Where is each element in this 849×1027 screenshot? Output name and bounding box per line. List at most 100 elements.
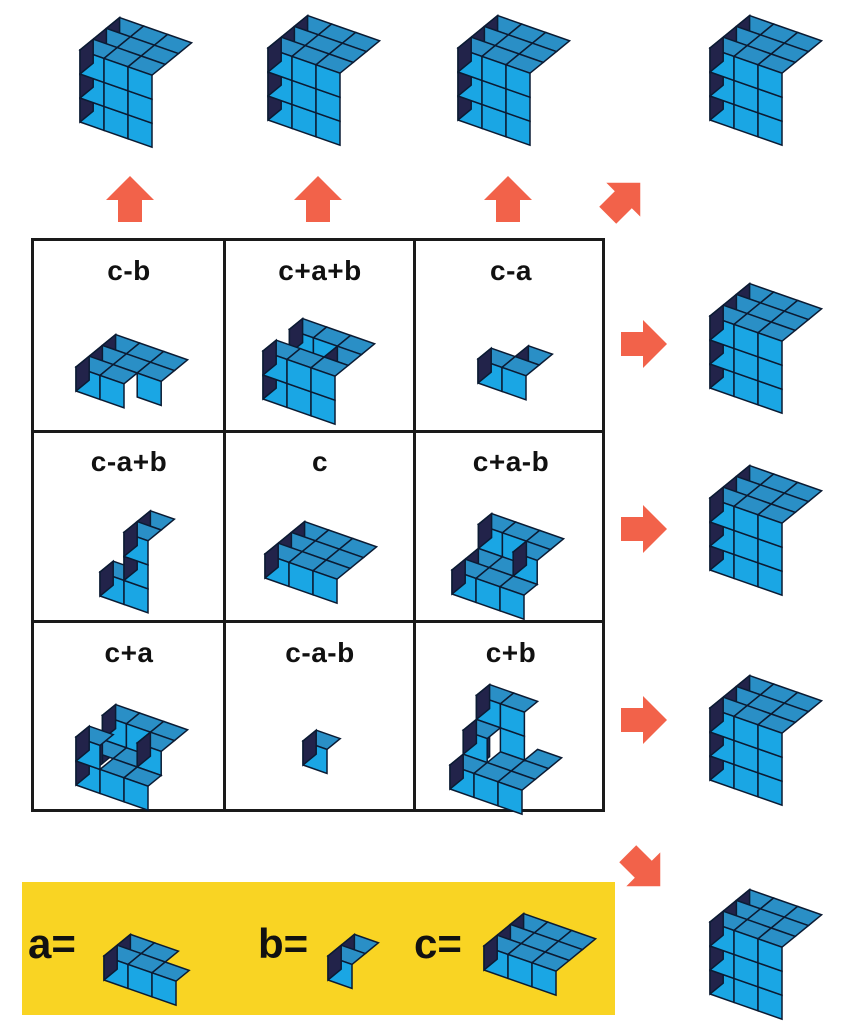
result-cube-top-4 xyxy=(708,14,824,147)
result-cube-right-1 xyxy=(708,282,824,415)
cell-label: c+a+b xyxy=(278,255,362,286)
arrow-up-3 xyxy=(484,176,532,222)
block-face xyxy=(512,539,528,578)
legend-shape-b xyxy=(326,932,380,990)
block-face xyxy=(497,780,523,816)
arrow-diagonal-up-right xyxy=(599,182,641,224)
cell-label: c-a+b xyxy=(90,446,168,477)
cell-label: c+b xyxy=(485,637,537,668)
grid-cell: c xyxy=(225,432,415,622)
legend-label-c: c= xyxy=(414,920,462,967)
block-face xyxy=(127,65,153,101)
block-face xyxy=(462,717,478,756)
block-face xyxy=(499,585,525,621)
block-face xyxy=(757,723,783,759)
grid-cell: c-a xyxy=(416,241,606,431)
block-face xyxy=(451,557,466,596)
block-face xyxy=(709,303,724,342)
cell-block-shape xyxy=(476,344,554,401)
grid-cell: c-a+b xyxy=(34,432,224,622)
arrow-up-1 xyxy=(106,176,154,222)
grid-divider xyxy=(34,430,602,433)
block-face xyxy=(477,512,493,550)
block-face xyxy=(531,961,557,997)
cell-block-shape xyxy=(98,509,176,614)
cell-block-shape xyxy=(263,520,379,605)
grid-cell: c+a+b xyxy=(225,241,415,431)
block-face xyxy=(123,520,138,558)
cell-block-shape xyxy=(74,703,190,812)
arrow-right-3 xyxy=(621,696,667,744)
block-face xyxy=(449,752,464,791)
block-face xyxy=(136,730,152,769)
block-face xyxy=(262,338,277,377)
block-face xyxy=(264,541,279,580)
block-face xyxy=(757,63,783,99)
block-face xyxy=(101,703,117,741)
grid-cell: c-a-b xyxy=(225,623,415,813)
result-cube-top-2 xyxy=(266,14,382,147)
arrow-up-2 xyxy=(294,176,342,222)
cell-label: c+a-b xyxy=(472,446,550,477)
block-face xyxy=(709,35,724,74)
cell-block-shape xyxy=(450,512,566,621)
cell-label: c-b xyxy=(107,255,151,286)
block-face xyxy=(709,695,724,734)
block-face xyxy=(288,317,304,355)
result-cube-right-3 xyxy=(708,674,824,807)
block-face xyxy=(757,937,783,973)
block-face xyxy=(709,485,724,524)
block-face xyxy=(123,776,149,812)
block-face xyxy=(103,943,118,982)
cell-block-shape xyxy=(261,317,377,426)
block-face xyxy=(79,37,94,76)
block-face xyxy=(151,971,177,1007)
block-face xyxy=(327,943,342,982)
legend-box: a= b= c= xyxy=(22,882,615,1015)
arrow-right-2 xyxy=(621,505,667,553)
grid-divider xyxy=(34,620,602,623)
arrow-diagonal-down-right xyxy=(619,845,661,887)
legend-label-b: b= xyxy=(258,920,309,967)
block-face xyxy=(475,683,491,721)
legend-label-a: a= xyxy=(28,920,76,967)
block-face xyxy=(136,371,162,407)
block-face xyxy=(501,366,527,401)
result-cube-right-4 xyxy=(708,888,824,1021)
legend-shape-c xyxy=(482,912,598,997)
block-face xyxy=(99,374,125,409)
grid-cell: c-b xyxy=(34,241,224,431)
block-face xyxy=(75,724,90,763)
block-face xyxy=(75,354,90,393)
result-cube-right-2 xyxy=(708,464,824,597)
block-face xyxy=(302,728,317,767)
grid-cell: c+b xyxy=(416,623,606,816)
block-face xyxy=(505,63,531,99)
grid-cell: c+a xyxy=(34,623,224,813)
block-face xyxy=(499,702,526,738)
block-face xyxy=(312,569,338,605)
block-face xyxy=(457,35,472,74)
cell-block-shape xyxy=(74,333,190,409)
arrow-right-1 xyxy=(621,320,667,368)
grid-divider xyxy=(413,241,416,809)
cell-label: c-a xyxy=(490,255,532,286)
grid-divider xyxy=(223,241,226,809)
block-face xyxy=(757,331,783,367)
cell-block-shape xyxy=(448,683,564,816)
cell-label: c-a-b xyxy=(285,637,355,668)
result-cube-top-1 xyxy=(78,16,194,149)
cell-label: c+a xyxy=(104,637,154,668)
block-face xyxy=(267,35,282,74)
grid-cell: c+a-b xyxy=(416,432,606,622)
block-face xyxy=(477,346,492,385)
block-face xyxy=(709,909,724,948)
expression-grid: c-b c+a+b c-a c-a+b c c+a-b c+a c-a-b xyxy=(31,238,606,816)
block-face xyxy=(757,513,783,549)
block-face xyxy=(310,366,336,402)
cell-label: c xyxy=(311,446,329,477)
block-face xyxy=(483,933,498,972)
cell-block-shape xyxy=(301,728,342,775)
block-face xyxy=(99,559,114,598)
